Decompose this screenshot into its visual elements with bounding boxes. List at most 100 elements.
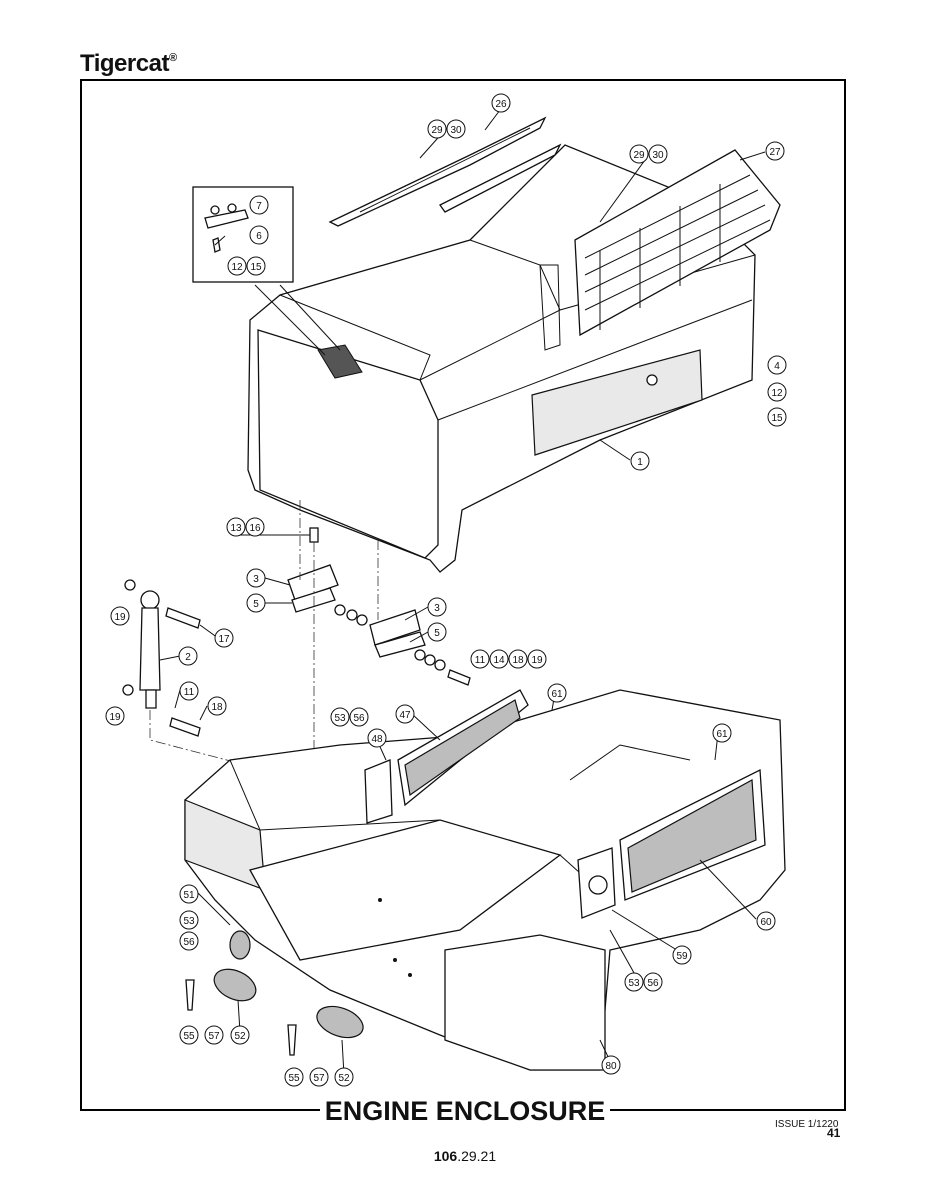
svg-text:6: 6 <box>256 231 262 242</box>
document-number-prefix: 106 <box>433 1148 458 1164</box>
svg-text:1: 1 <box>637 457 643 468</box>
chassis-frame <box>184 689 786 1071</box>
svg-text:53: 53 <box>183 916 195 927</box>
callout-53b: 53 <box>179 910 199 930</box>
callout-80: 80 <box>601 1055 621 1075</box>
svg-text:47: 47 <box>399 710 411 721</box>
svg-text:3: 3 <box>434 603 440 614</box>
callout-5b: 5 <box>427 622 447 642</box>
svg-text:11: 11 <box>184 687 195 698</box>
svg-text:61: 61 <box>551 689 563 700</box>
callout-1: 1 <box>630 451 650 471</box>
svg-text:19: 19 <box>531 655 543 666</box>
svg-text:18: 18 <box>512 655 524 666</box>
svg-text:51: 51 <box>183 890 195 901</box>
svg-text:29: 29 <box>431 125 443 136</box>
svg-text:60: 60 <box>760 917 772 928</box>
callout-29a: 29 <box>427 119 447 139</box>
svg-text:19: 19 <box>114 612 126 623</box>
callout-2: 2 <box>178 646 198 666</box>
svg-text:30: 30 <box>652 150 664 161</box>
callout-13: 13 <box>226 517 246 537</box>
callout-57a: 57 <box>204 1025 224 1045</box>
svg-text:19: 19 <box>109 712 121 723</box>
svg-text:13: 13 <box>230 523 242 534</box>
svg-text:12: 12 <box>771 388 783 399</box>
callout-12b: 12 <box>767 382 787 402</box>
svg-text:14: 14 <box>493 655 505 666</box>
top-vent-26 <box>328 116 562 227</box>
svg-text:57: 57 <box>313 1073 325 1084</box>
callout-11a: 11 <box>179 681 199 701</box>
grille-pads <box>185 930 364 1056</box>
svg-text:26: 26 <box>495 99 507 110</box>
callout-56a: 56 <box>349 707 369 727</box>
page-title: ENGINE ENCLOSURE <box>320 1094 610 1128</box>
svg-text:55: 55 <box>183 1031 195 1042</box>
callout-15b: 15 <box>767 407 787 427</box>
callout-3b: 3 <box>427 597 447 617</box>
document-number-suffix: .29.21 <box>457 1148 497 1164</box>
svg-text:59: 59 <box>676 951 688 962</box>
svg-text:53: 53 <box>628 978 640 989</box>
svg-text:53: 53 <box>334 713 346 724</box>
perforated-panel-60 <box>619 768 766 901</box>
callout-53c: 53 <box>624 972 644 992</box>
callout-5a: 5 <box>246 593 266 613</box>
callout-30a: 30 <box>446 119 466 139</box>
svg-text:27: 27 <box>769 147 781 158</box>
svg-text:5: 5 <box>253 599 259 610</box>
svg-text:11: 11 <box>475 655 486 666</box>
callout-48: 48 <box>367 728 387 748</box>
svg-text:15: 15 <box>250 262 262 273</box>
callout-4: 4 <box>767 355 787 375</box>
callout-56c: 56 <box>643 972 663 992</box>
svg-text:4: 4 <box>774 361 780 372</box>
callout-17: 17 <box>214 628 234 648</box>
svg-text:56: 56 <box>647 978 659 989</box>
callout-59: 59 <box>672 945 692 965</box>
callout-52a: 52 <box>230 1025 250 1045</box>
leader-lines <box>159 109 766 1076</box>
svg-text:48: 48 <box>371 734 383 745</box>
svg-text:56: 56 <box>183 937 195 948</box>
callout-14: 14 <box>489 649 509 669</box>
callout-27: 27 <box>765 141 785 161</box>
svg-text:2: 2 <box>185 652 191 663</box>
callout-57b: 57 <box>309 1067 329 1087</box>
callout-11b: 11 <box>470 649 490 669</box>
callout-53a: 53 <box>330 707 350 727</box>
svg-text:5: 5 <box>434 628 440 639</box>
louver-vent-27 <box>574 149 781 337</box>
callout-18b: 18 <box>508 649 528 669</box>
page-number: 41 <box>827 1126 841 1140</box>
callout-15a: 15 <box>246 256 266 276</box>
svg-text:52: 52 <box>338 1073 350 1084</box>
callout-56b: 56 <box>179 931 199 951</box>
callout-52b: 52 <box>334 1067 354 1087</box>
brand-name: Tigercat <box>80 50 169 77</box>
svg-text:29: 29 <box>633 150 645 161</box>
callout-26: 26 <box>491 93 511 113</box>
callout-55b: 55 <box>284 1067 304 1087</box>
callout-30b: 30 <box>648 144 668 164</box>
svg-text:80: 80 <box>605 1061 617 1072</box>
callout-19b: 19 <box>105 706 125 726</box>
side-plates <box>364 759 616 919</box>
callout-47: 47 <box>395 704 415 724</box>
issue-label: ISSUE 1/1220 <box>775 1119 839 1130</box>
callout-61b: 61 <box>712 723 732 743</box>
callout-6: 6 <box>249 225 269 245</box>
callout-55a: 55 <box>179 1025 199 1045</box>
callout-60: 60 <box>756 911 776 931</box>
callout-19c: 19 <box>527 649 547 669</box>
callout-16: 16 <box>245 517 265 537</box>
svg-text:52: 52 <box>234 1031 246 1042</box>
callout-3a: 3 <box>246 568 266 588</box>
svg-text:3: 3 <box>253 574 259 585</box>
callout-29b: 29 <box>629 144 649 164</box>
svg-text:17: 17 <box>218 634 230 645</box>
callout-61a: 61 <box>547 683 567 703</box>
svg-text:12: 12 <box>231 262 243 273</box>
callout-19a: 19 <box>110 606 130 626</box>
